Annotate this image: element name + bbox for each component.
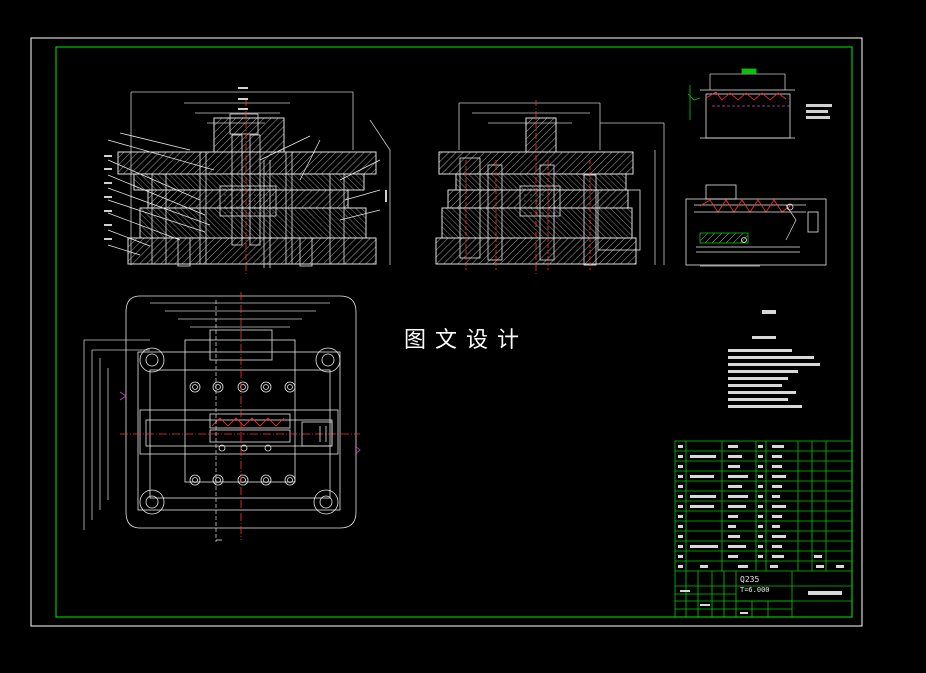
parts-list-entries <box>678 445 844 614</box>
front-view-labels <box>104 87 387 240</box>
drawing-frame <box>55 46 853 618</box>
parts-list-table <box>674 440 853 618</box>
material-label: Q235 <box>740 575 759 584</box>
thickness-label: T=6.000 <box>740 586 770 594</box>
front-section-view <box>107 91 391 275</box>
sheet-outer-border <box>30 37 863 627</box>
plan-view <box>83 292 361 542</box>
technical-notes <box>728 310 820 408</box>
title-block-values: Q235 T=6.000 <box>740 575 770 594</box>
watermark-text: 图文设计 <box>404 328 529 353</box>
part-detail-view <box>685 184 827 267</box>
side-section-view <box>435 100 665 275</box>
strip-layout-view <box>687 68 832 139</box>
